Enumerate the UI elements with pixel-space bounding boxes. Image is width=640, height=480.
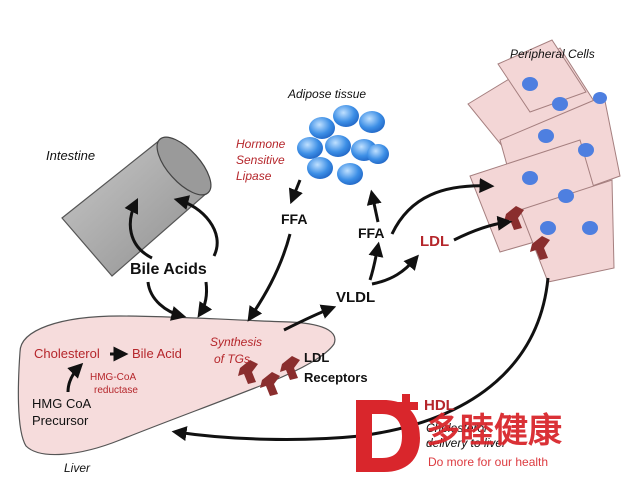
delivery-line-2: delivery to liver: [426, 436, 507, 450]
cholesterol-delivery-label: Cholesterol delivery to liver: [426, 421, 507, 450]
vldl-label: VLDL: [336, 289, 375, 306]
delivery-line-1: Cholesterol: [426, 421, 487, 435]
hmg-coa-reductase-label: HMG-CoA reductase: [90, 372, 138, 396]
arrow-vldl-to-ldl: [371, 254, 419, 286]
hsl-line-1: Hormone: [236, 137, 286, 151]
reductase-line-2: reductase: [94, 385, 138, 396]
bile-acid-label: Bile Acid: [132, 346, 182, 361]
liver-ldl-receptors: [238, 356, 300, 396]
peripheral-receptors: [504, 206, 550, 260]
adipose-tissue-label: Adipose tissue: [287, 87, 366, 101]
arrow-liver-to-vldl: [283, 304, 337, 332]
peripheral-cells-label: Peripheral Cells: [510, 47, 595, 61]
arrow-ffa-to-adipose: [366, 189, 382, 223]
synthesis-line-1: Synthesis: [210, 335, 262, 349]
precursor-line-2: Precursor: [32, 413, 89, 428]
ffa-right-label: FFA: [358, 225, 384, 241]
hdl-label: HDL: [424, 397, 455, 414]
cholesterol-label: Cholesterol: [34, 346, 100, 361]
intestine-label: Intestine: [46, 148, 95, 163]
arrow-precursor-to-cholesterol: [66, 362, 84, 393]
arrow-adipose-to-ffa: [288, 179, 303, 205]
watermark-logo-d: [356, 400, 420, 472]
watermark-brand-en: Do more for our health: [428, 455, 548, 469]
bile-acids-label: Bile Acids: [130, 261, 207, 278]
arrow-ffa-to-liver: [247, 233, 292, 322]
arrow-vldl-to-peripheral: [390, 178, 495, 235]
ffa-left-label: FFA: [281, 211, 307, 227]
ldl-receptors-line-2: Receptors: [304, 370, 368, 385]
arrow-bile-to-liver-right: [197, 281, 213, 318]
reductase-line-1: HMG-CoA: [90, 372, 136, 383]
hsl-line-2: Sensitive: [236, 153, 285, 167]
adipose-cluster: [297, 105, 389, 185]
precursor-line-1: HMG CoA: [32, 396, 92, 411]
arrow-bile-to-intestine-right: [173, 195, 219, 257]
synthesis-of-tgs-label: Synthesis of TGs: [210, 335, 265, 366]
hmg-coa-precursor-label: HMG CoA Precursor: [32, 396, 94, 428]
ldl-receptors-line-1: LDL: [304, 350, 329, 365]
watermark: 多睦健康 Do more for our health: [356, 394, 562, 472]
arrow-vldl-to-ffa: [368, 241, 384, 281]
liver-shape: [17, 315, 336, 456]
ldl-label: LDL: [420, 233, 449, 250]
watermark-logo-plus: [394, 394, 418, 418]
watermark-brand-cn: 多睦健康: [426, 411, 562, 451]
hormone-sensitive-lipase-label: Hormone Sensitive Lipase: [236, 137, 289, 183]
hsl-line-3: Lipase: [236, 169, 272, 183]
liver-label: Liver: [64, 461, 91, 475]
synthesis-line-2: of TGs: [214, 352, 250, 366]
arrow-bile-to-intestine-left: [124, 197, 153, 260]
arrow-ldl-to-peripheral: [453, 215, 513, 242]
ldl-receptors-label: LDL Receptors: [304, 350, 368, 385]
arrow-bile-to-liver-left: [146, 281, 187, 321]
